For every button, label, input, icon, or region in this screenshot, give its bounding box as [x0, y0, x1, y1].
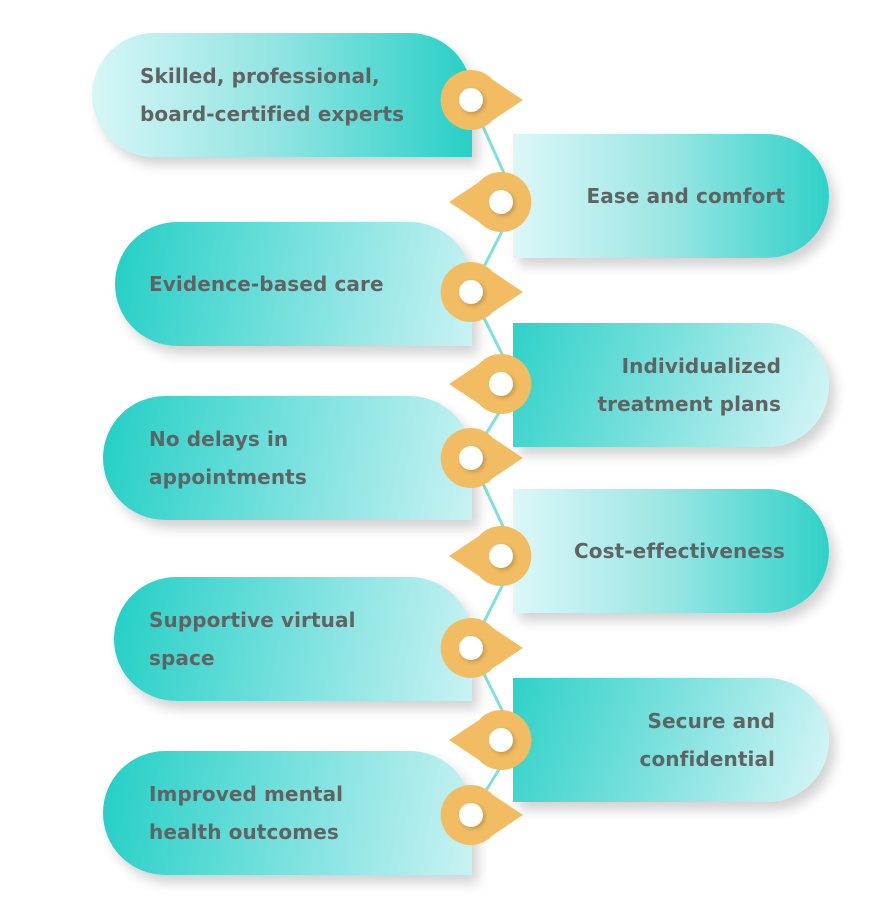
benefit-text-9-line-1: Improved mental [149, 782, 344, 806]
pin-marker-icon-4 [449, 344, 541, 424]
benefit-text-8-line-1: Secure and [647, 709, 775, 733]
benefit-text-8-line-2: confidential [639, 747, 775, 771]
pin-marker-icon-3 [431, 252, 523, 332]
benefit-text-4-line-2: treatment plans [597, 392, 781, 416]
pin-dot [459, 88, 483, 112]
benefit-card-2: Ease and comfort [513, 134, 829, 258]
benefit-text-2-line-1: Ease and comfort [586, 184, 785, 208]
benefit-text-9-line-2: health outcomes [149, 820, 339, 844]
pin-marker-icon-8 [449, 700, 541, 780]
benefit-card-4: Individualized treatment plans [513, 323, 829, 447]
benefit-card-9: Improved mental health outcomes [103, 751, 472, 875]
pin-dot [489, 190, 513, 214]
benefit-text-5-line-2: appointments [149, 465, 307, 489]
pin-marker-icon-7 [431, 608, 523, 688]
benefit-card-1: Skilled, professional, board-certified e… [92, 33, 472, 157]
pin-dot [459, 280, 483, 304]
benefit-text-6-line-1: Cost-effectiveness [574, 539, 785, 563]
pin-marker-icon-2 [449, 162, 541, 242]
pin-marker-icon-5 [431, 418, 523, 498]
benefit-text-7-line-1: Supportive virtual [149, 608, 356, 632]
pin-marker-icon-1 [431, 60, 523, 140]
pin-dot [489, 372, 513, 396]
benefit-card-3: Evidence-based care [115, 222, 472, 346]
pin-marker-icon-6 [449, 516, 541, 596]
benefit-text-7-line-2: space [149, 646, 215, 670]
benefit-text-1-line-2: board-certified experts [140, 102, 405, 126]
pin-dot [459, 803, 483, 827]
benefit-card-8: Secure and confidential [513, 678, 829, 802]
benefit-text-4-line-1: Individualized [621, 354, 781, 378]
benefit-card-6: Cost-effectiveness [513, 489, 829, 613]
pin-dot [489, 544, 513, 568]
benefit-text-5-line-1: No delays in [149, 427, 289, 451]
benefit-card-7: Supportive virtual space [114, 577, 472, 701]
benefit-text-1-line-1: Skilled, professional, [140, 64, 380, 88]
benefit-text-3-line-1: Evidence-based care [149, 272, 384, 296]
pin-dot [459, 446, 483, 470]
pin-dot [459, 636, 483, 660]
benefit-card-5: No delays in appointments [103, 396, 472, 520]
pin-marker-icon-9 [431, 775, 523, 855]
pin-dot [489, 728, 513, 752]
